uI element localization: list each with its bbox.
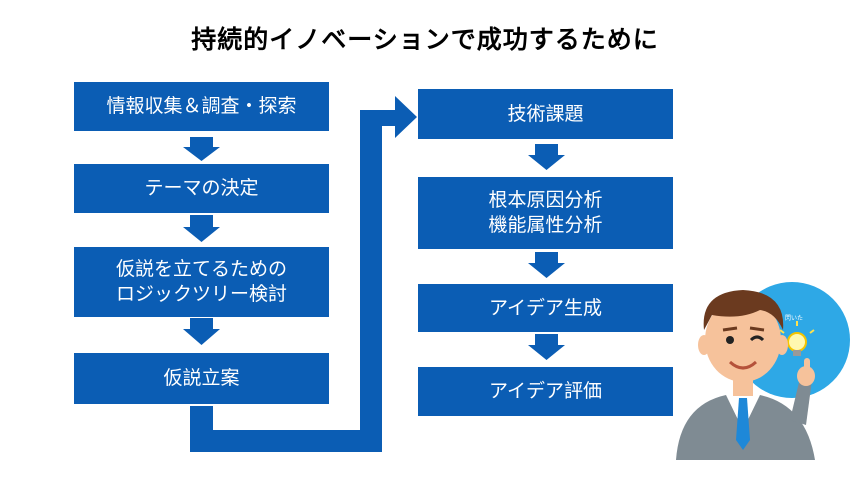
step-root-cause: 根本原因分析 機能属性分析 — [418, 177, 673, 249]
step-theme-decision: テーマの決定 — [74, 164, 329, 213]
down-arrow — [183, 318, 220, 345]
page-title: 持続的イノベーションで成功するために — [191, 25, 659, 54]
step-info-gathering: 情報収集＆調査・探索 — [74, 82, 329, 131]
step-label: 情報収集＆調査・探索 — [106, 95, 297, 117]
step-label: テーマの決定 — [144, 177, 259, 199]
step-label: アイデア評価 — [488, 380, 603, 402]
idea-badge: 閃いた — [785, 315, 804, 322]
step-label: 仮説立案 — [163, 367, 240, 389]
step-label: ロジックツリー検討 — [115, 283, 287, 305]
down-arrow — [183, 215, 220, 242]
step-technical-issue: 技術課題 — [418, 89, 673, 139]
step-hypothesis: 仮説立案 — [74, 353, 329, 404]
step-label: 根本原因分析 — [488, 189, 603, 211]
down-arrow — [528, 144, 565, 170]
step-logic-tree: 仮説を立てるための ロジックツリー検討 — [74, 247, 329, 317]
step-label: 技術課題 — [507, 102, 584, 125]
step-idea-generation: アイデア生成 — [418, 284, 673, 332]
step-label: 機能属性分析 — [488, 214, 603, 236]
step-label: 仮説を立てるための — [115, 258, 287, 280]
down-arrow — [528, 252, 565, 278]
down-arrow — [528, 334, 565, 360]
step-idea-evaluation: アイデア評価 — [418, 367, 673, 416]
down-arrow — [183, 137, 220, 161]
step-label: アイデア生成 — [488, 296, 603, 319]
elbow-connector — [190, 96, 417, 452]
